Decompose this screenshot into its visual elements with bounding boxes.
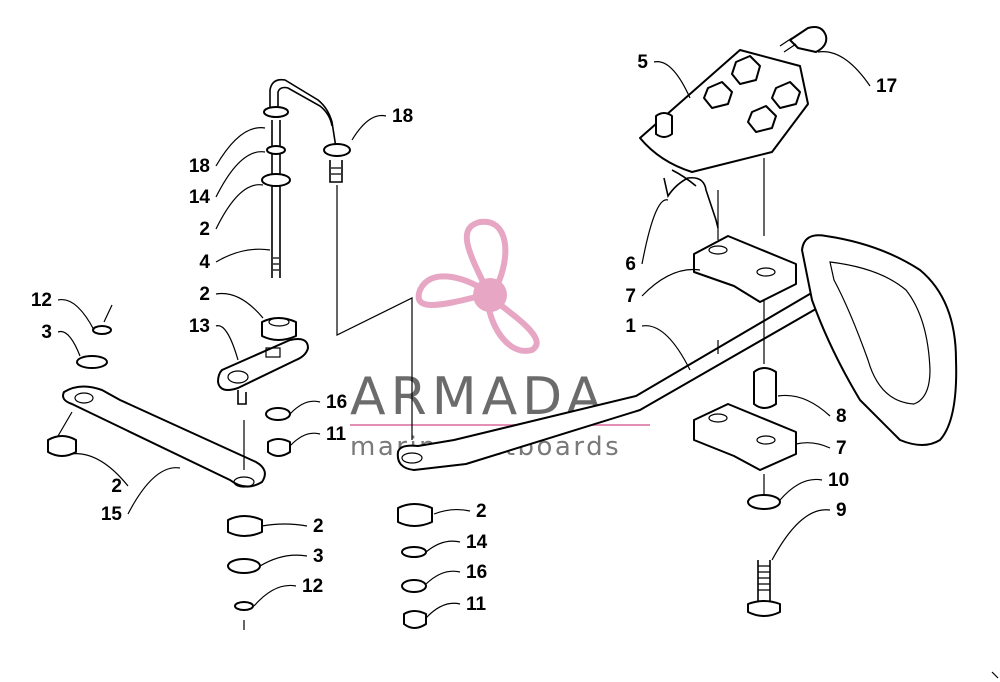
callout-label: 12 — [31, 290, 52, 311]
callout-label: 4 — [199, 252, 210, 273]
callout-label: 16 — [326, 392, 347, 413]
leader-line — [351, 114, 387, 141]
leader-line — [69, 453, 129, 487]
callout-label: 14 — [189, 187, 211, 208]
clamp — [693, 235, 797, 303]
callout-label: 14 — [466, 532, 488, 553]
clip — [266, 145, 286, 155]
propeller-icon — [415, 218, 540, 354]
clamp — [693, 403, 797, 471]
callout-label: 2 — [199, 219, 210, 240]
nut — [703, 81, 733, 109]
washer — [747, 494, 781, 510]
callout-label: 5 — [637, 52, 648, 73]
washer — [227, 558, 261, 574]
washer — [261, 173, 291, 187]
callout-label: 11 — [326, 424, 347, 445]
callout-label: 12 — [302, 576, 323, 597]
washer — [401, 579, 427, 593]
leader-line — [653, 61, 691, 99]
clip — [401, 546, 427, 558]
nut — [403, 610, 427, 629]
leader-line — [57, 330, 81, 357]
callout-label: 10 — [828, 470, 849, 491]
callout-label: 11 — [466, 594, 487, 615]
nut — [731, 55, 761, 85]
leader-line — [795, 442, 831, 449]
bushing — [261, 317, 297, 341]
leader-line — [641, 268, 701, 297]
leader-line — [641, 325, 691, 371]
callout-label: 18 — [189, 156, 210, 177]
leader-line — [259, 554, 308, 567]
leader-line — [253, 584, 297, 607]
leader-line — [127, 467, 181, 515]
callout-label: 3 — [41, 322, 52, 343]
nut — [771, 81, 801, 109]
leader-line — [215, 184, 264, 230]
leader-line — [425, 570, 461, 585]
screw — [789, 26, 828, 53]
callout-label: 17 — [876, 76, 897, 97]
leader-line — [57, 298, 95, 331]
clip — [234, 601, 254, 611]
callout-group: 1818142421312321516112312214161151767187… — [31, 51, 897, 619]
callout-label: 8 — [836, 406, 847, 427]
callout-label: 16 — [466, 562, 487, 583]
washer — [265, 407, 291, 421]
leader-line — [289, 432, 321, 447]
nut — [267, 438, 291, 457]
pin — [655, 112, 673, 138]
washer — [263, 106, 289, 118]
bolt — [757, 560, 771, 604]
callout-label: 13 — [189, 316, 210, 337]
callout-label: 2 — [111, 476, 122, 497]
leader-line — [771, 509, 831, 561]
spring — [663, 176, 719, 229]
shift-arm — [217, 338, 309, 391]
leader-line — [215, 248, 271, 263]
nut — [747, 105, 777, 133]
callout-label: 7 — [836, 438, 847, 459]
handle-cover — [801, 234, 958, 446]
washer — [323, 143, 351, 157]
callout-label: 15 — [101, 504, 123, 525]
leader-line — [433, 508, 471, 515]
leader-line — [779, 478, 823, 501]
leader-line — [425, 602, 461, 619]
washer — [76, 355, 108, 369]
callout-label: 7 — [625, 286, 636, 307]
bushing — [397, 503, 433, 527]
leader-line — [777, 394, 831, 417]
spacer — [753, 367, 777, 409]
callout-label: 2 — [199, 284, 210, 305]
leader-line — [817, 51, 871, 87]
leader-line — [215, 325, 239, 361]
callout-label: 3 — [313, 546, 324, 567]
bushing — [47, 435, 77, 457]
leader-line — [425, 540, 461, 553]
bushing — [227, 515, 263, 537]
link-arm — [62, 385, 266, 488]
callout-label: 6 — [625, 254, 636, 275]
leader-line — [641, 199, 669, 265]
leader-line — [261, 523, 308, 527]
leader-line — [215, 292, 264, 319]
callout-label: 9 — [836, 500, 847, 521]
leader-line — [215, 151, 266, 198]
leader-line — [215, 127, 266, 167]
clip — [92, 325, 112, 335]
leader-line — [289, 400, 321, 415]
bracket — [639, 49, 809, 173]
callout-label: 1 — [625, 316, 636, 337]
brand-logo: ARMADA marine outboards — [350, 218, 650, 462]
callout-label: 18 — [392, 106, 413, 127]
bolt-head — [747, 600, 781, 617]
callout-label: 2 — [476, 501, 487, 522]
callout-label: 2 — [313, 516, 324, 537]
